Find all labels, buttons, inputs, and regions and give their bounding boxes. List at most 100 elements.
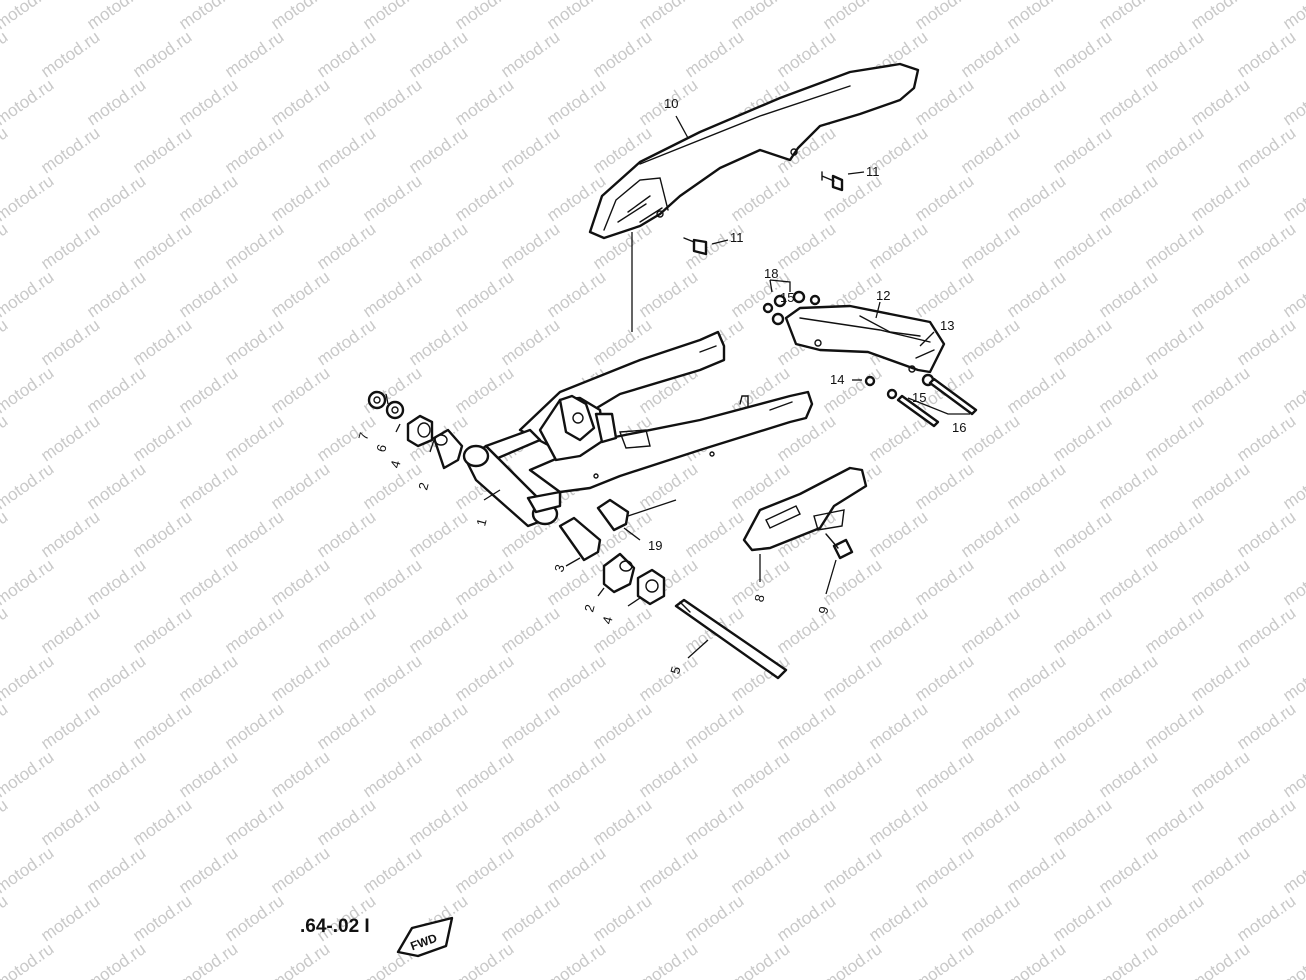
watermark-text: motod.ru [0, 75, 57, 129]
watermark-text: motod.ru [175, 267, 241, 321]
watermark-text: motod.ru [175, 939, 241, 980]
watermark-text: motod.ru [1233, 507, 1299, 561]
watermark-text: motod.ru [0, 363, 57, 417]
callout-3: 3 [551, 563, 567, 574]
watermark-text: motod.ru [635, 0, 701, 33]
callout-14: 14 [830, 372, 844, 387]
watermark-text: motod.ru [911, 555, 977, 609]
callout-19: 19 [648, 538, 662, 553]
watermark-text: motod.ru [175, 555, 241, 609]
watermark-text: motod.ru [267, 75, 333, 129]
watermark-text: motod.ru [1003, 651, 1069, 705]
watermark-text: motod.ru [1279, 75, 1306, 129]
watermark-text: motod.ru [175, 171, 241, 225]
watermark-text: motod.ru [1141, 603, 1207, 657]
figure-code-block: .64-.02 I [300, 916, 370, 937]
watermark-text: motod.ru [1233, 795, 1299, 849]
watermark-text: motod.ru [957, 219, 1023, 273]
watermark-text: motod.ru [957, 27, 1023, 81]
watermark-text: motod.ru [1095, 459, 1161, 513]
watermark-text: motod.ru [313, 507, 379, 561]
watermark-text: motod.ru [83, 363, 149, 417]
watermark-text: motod.ru [911, 75, 977, 129]
watermark-text: motod.ru [1095, 555, 1161, 609]
watermark-text: motod.ru [543, 747, 609, 801]
watermark-text: motod.ru [37, 411, 103, 465]
watermark-text: motod.ru [221, 411, 287, 465]
watermark-text: motod.ru [129, 123, 195, 177]
watermark-text: motod.ru [37, 315, 103, 369]
watermark-text: motod.ru [221, 891, 287, 945]
watermark-text: motod.ru [129, 603, 195, 657]
watermark-text: motod.ru [1141, 27, 1207, 81]
watermark-text: motod.ru [1233, 27, 1299, 81]
watermark-text: motod.ru [1279, 651, 1306, 705]
watermark-text: motod.ru [1049, 411, 1115, 465]
watermark-text: motod.ru [1233, 891, 1299, 945]
watermark-text: motod.ru [175, 0, 241, 33]
watermark-text: motod.ru [957, 795, 1023, 849]
watermark-text: motod.ru [773, 891, 839, 945]
watermark-text: motod.ru [405, 315, 471, 369]
callout-11-upper: 11 [866, 164, 880, 179]
watermark-text: motod.ru [1049, 315, 1115, 369]
watermark-text: motod.ru [267, 267, 333, 321]
watermark-text: motod.ru [221, 123, 287, 177]
watermark-text: motod.ru [129, 507, 195, 561]
watermark-text: motod.ru [911, 459, 977, 513]
watermark-text: motod.ru [0, 315, 11, 369]
watermark-text: motod.ru [313, 795, 379, 849]
watermark-text: motod.ru [497, 123, 563, 177]
watermark-text: motod.ru [221, 603, 287, 657]
watermark-text: motod.ru [129, 27, 195, 81]
watermark-text: motod.ru [497, 891, 563, 945]
watermark-text: motod.ru [37, 27, 103, 81]
watermark-text: motod.ru [359, 747, 425, 801]
callout-11-lower: 11 [730, 230, 744, 245]
watermark-text: motod.ru [1049, 699, 1115, 753]
watermark-text: motod.ru [1003, 747, 1069, 801]
watermark-text: motod.ru [1279, 363, 1306, 417]
watermark-text: motod.ru [313, 315, 379, 369]
watermark-text: motod.ru [727, 843, 793, 897]
watermark-text: motod.ru [0, 699, 11, 753]
watermark-text: motod.ru [1141, 411, 1207, 465]
watermark-text: motod.ru [635, 939, 701, 980]
watermark-text: motod.ru [451, 363, 517, 417]
watermark-text: motod.ru [681, 891, 747, 945]
watermark-text: motod.ru [681, 795, 747, 849]
watermark-text: motod.ru [497, 795, 563, 849]
watermark-text: motod.ru [359, 75, 425, 129]
watermark-text: motod.ru [911, 843, 977, 897]
watermark-text: motod.ru [1187, 555, 1253, 609]
watermark-text: motod.ru [911, 171, 977, 225]
watermark-text: motod.ru [405, 219, 471, 273]
watermark-text: motod.ru [83, 459, 149, 513]
callout-8: 8 [751, 593, 767, 604]
watermark-text: motod.ru [359, 0, 425, 33]
watermark-text: motod.ru [1095, 747, 1161, 801]
callout-12: 12 [876, 288, 890, 303]
watermark-text: motod.ru [1049, 27, 1115, 81]
watermark-text: motod.ru [957, 507, 1023, 561]
slider-bolt [825, 533, 854, 560]
watermark-text: motod.ru [497, 603, 563, 657]
watermark-text: motod.ru [681, 699, 747, 753]
watermark-text: motod.ru [543, 843, 609, 897]
chain-slider [742, 466, 868, 552]
watermark-text: motod.ru [1141, 507, 1207, 561]
watermark-text: motod.ru [865, 795, 931, 849]
watermark-text: motod.ru [0, 0, 57, 33]
watermark-text: motod.ru [0, 747, 57, 801]
watermark-text: motod.ru [451, 939, 517, 980]
watermark-text: motod.ru [83, 171, 149, 225]
watermark-text: motod.ru [865, 219, 931, 273]
watermark-text: motod.ru [221, 27, 287, 81]
watermark-text: motod.ru [359, 171, 425, 225]
watermark-text: motod.ru [1279, 267, 1306, 321]
watermark-text: motod.ru [267, 459, 333, 513]
watermark-text: motod.ru [865, 411, 931, 465]
watermark-text: motod.ru [0, 891, 11, 945]
watermark-text: motod.ru [405, 507, 471, 561]
